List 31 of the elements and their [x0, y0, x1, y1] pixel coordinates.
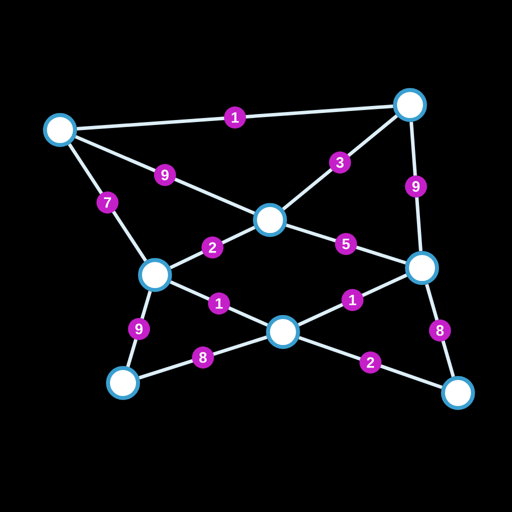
edge-label: 2: [202, 236, 224, 258]
edge-line: [298, 336, 443, 390]
edge-line: [76, 104, 394, 131]
edge-label: 1: [208, 292, 230, 314]
edge-line: [286, 223, 406, 265]
edge-line: [138, 336, 268, 380]
edge-line: [425, 284, 455, 378]
edge-line: [410, 122, 422, 252]
edge-line: [170, 280, 268, 327]
edge-line: [170, 226, 256, 270]
edge-label: 9: [128, 318, 150, 340]
node-circle: [106, 366, 140, 400]
edge-label: 7: [96, 192, 118, 214]
edge-label: 2: [360, 352, 382, 374]
edge-line: [74, 135, 256, 215]
edge-label: 5: [335, 233, 357, 255]
edge-line: [68, 143, 148, 262]
edge-line: [126, 290, 152, 368]
edge-label: 3: [329, 152, 351, 174]
edge-label: 9: [154, 164, 176, 186]
edge-line: [282, 114, 398, 211]
node-circle: [441, 376, 475, 410]
edge-label: 9: [405, 176, 427, 198]
edge-line: [298, 274, 408, 326]
node-circle: [405, 251, 439, 285]
edge-label: 8: [192, 346, 214, 368]
edge-label: 1: [224, 106, 246, 128]
edge-label: 1: [342, 289, 364, 311]
node-circle: [266, 315, 300, 349]
node-circle: [253, 203, 287, 237]
edge-label: 8: [429, 320, 451, 342]
